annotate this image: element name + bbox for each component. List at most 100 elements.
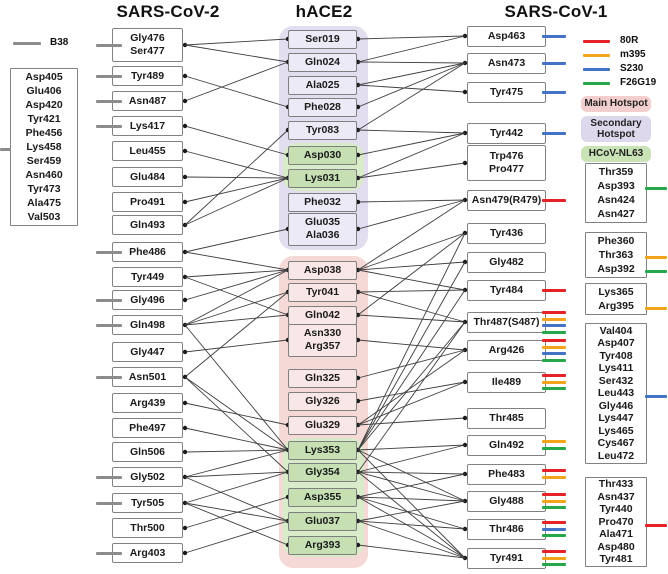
residue-label: Ser477	[130, 45, 165, 57]
residue-label: Tyr436	[489, 226, 524, 239]
hace2-residue-glu329: Glu329	[288, 415, 357, 435]
interaction-line	[357, 289, 466, 293]
b38-epitope-tick	[96, 99, 122, 103]
connector-dot	[182, 525, 188, 531]
interaction-line	[184, 44, 289, 63]
cov2-residue-gly447: Gly447	[112, 342, 183, 362]
sars1-residue-tyr475: Tyr475	[467, 81, 546, 103]
interaction-line	[184, 449, 289, 478]
sars1-residue-asn479: Asn479(R479)	[467, 189, 546, 211]
antibody-tick-yellow	[542, 345, 566, 349]
sars1-residue-tyr442: Tyr442	[467, 122, 546, 144]
epitope-residue-label: Tyr440	[599, 503, 633, 516]
cov2-residue-tyr489: Tyr489	[112, 66, 183, 86]
interaction-line	[357, 471, 466, 475]
interaction-line	[357, 84, 466, 93]
legend-secondary-hotspot: Secondary Hotspot	[581, 116, 651, 142]
antibody-tick-blue	[542, 324, 566, 327]
antibody-tick-red	[542, 374, 566, 377]
residue-label: Phe497	[129, 421, 166, 434]
antibody-tick-blue	[542, 352, 566, 355]
epitope-residue-label: Tyr421	[27, 113, 61, 125]
interaction-line	[184, 269, 289, 301]
hace2-residue-lys031: Lys031	[288, 168, 357, 188]
residue-label: Thr487(S487)	[473, 315, 540, 328]
cov2-residue-thr500: Thr500	[112, 518, 183, 538]
residue-label: Gln493	[129, 218, 166, 231]
residue-label: Gln325	[304, 371, 341, 384]
sars1-residue-tyr491: Tyr491	[467, 547, 546, 569]
interaction-line	[184, 496, 289, 529]
interaction-line	[357, 471, 466, 559]
connector-dot	[462, 89, 468, 95]
b38-epitope-tick	[96, 475, 122, 479]
hace2-residue-phe032: Phe032	[288, 192, 357, 212]
hace2-residue-ser019: Ser019	[288, 29, 357, 49]
interaction-line	[357, 62, 466, 86]
interaction-line	[357, 496, 466, 502]
hace2-residue-asp038: Asp038	[288, 260, 357, 280]
residue-label: Glu035	[304, 216, 341, 229]
interaction-line	[357, 349, 466, 426]
b38-legend-label: B38	[50, 37, 69, 48]
hace2-residue-tyr041: Tyr041	[288, 282, 357, 302]
residue-label: Tyr041	[305, 285, 340, 298]
epitope-residue-label: Ser432	[598, 374, 634, 387]
interaction-line	[357, 232, 466, 271]
epitope-residue-label: Val404	[599, 324, 633, 337]
residue-label: Gln492	[488, 438, 525, 451]
cov2-residue-arg439: Arg439	[112, 393, 183, 413]
antibody-tick-red	[645, 523, 667, 527]
epitope-residue-label: Thr433	[598, 478, 634, 491]
epitope-residue-label: Asp420	[25, 99, 63, 111]
b38-epitope-tick	[96, 74, 122, 78]
antibody-tick-blue	[542, 527, 566, 531]
interaction-line	[184, 125, 289, 156]
residue-label: Gly447	[130, 345, 165, 358]
interaction-line	[184, 376, 289, 451]
cov2-residue-asn501: Asn501	[112, 367, 183, 387]
sars1-residue-thr487: Thr487(S487)	[467, 311, 546, 333]
residue-label: Phe486	[129, 245, 166, 258]
b38-epitope-tick	[96, 298, 122, 302]
epitope-residue-label: Val503	[27, 211, 61, 223]
sars1-residue-ile489: Ile489	[467, 371, 546, 393]
interaction-line	[357, 449, 466, 502]
residue-label: Lys031	[304, 171, 341, 184]
antibody-legend-label-f26g19: F26G19	[620, 77, 657, 88]
hace2-residue-phe028: Phe028	[288, 97, 357, 117]
interaction-line	[357, 471, 466, 502]
antibody-legend-line-80r	[583, 39, 610, 43]
sars1-residue-gly488: Gly488	[467, 490, 546, 512]
residue-label: Tyr491	[489, 551, 524, 564]
residue-label: Thr485	[489, 411, 524, 424]
interaction-line	[357, 199, 466, 271]
cov2-residue-gly496: Gly496	[112, 290, 183, 310]
interaction-line	[184, 502, 289, 546]
epitope-residue-label: Asn460	[25, 169, 63, 181]
b38-epitope-tick	[96, 551, 122, 555]
interaction-line	[357, 162, 466, 179]
interaction-line	[357, 261, 466, 451]
interaction-line	[184, 129, 289, 226]
interaction-line	[357, 349, 466, 379]
interaction-line	[357, 199, 466, 230]
interaction-line	[357, 473, 466, 498]
epitope-residue-label: Lys465	[598, 424, 634, 437]
cov2-residue-asn487: Asn487	[112, 91, 183, 111]
antibody-tick-green	[542, 358, 566, 362]
sars1-residue-tyr484: Tyr484	[467, 279, 546, 301]
hace2-residue-gly326: Gly326	[288, 391, 357, 411]
antibody-tick-green	[542, 534, 566, 537]
column-header-hace2: hACE2	[295, 2, 353, 21]
residue-label: Gln498	[129, 318, 166, 331]
residue-label: Asn501	[128, 370, 167, 383]
residue-label: Leu455	[129, 144, 166, 157]
cov2-residue-gln506: Gln506	[112, 442, 183, 462]
residue-label: Phe028	[304, 100, 341, 113]
interaction-line	[357, 496, 466, 530]
sars1-residue-asp463: Asp463	[467, 25, 546, 47]
antibody-legend-label-80r: 80R	[620, 35, 639, 46]
residue-label: Tyr083	[305, 123, 340, 136]
